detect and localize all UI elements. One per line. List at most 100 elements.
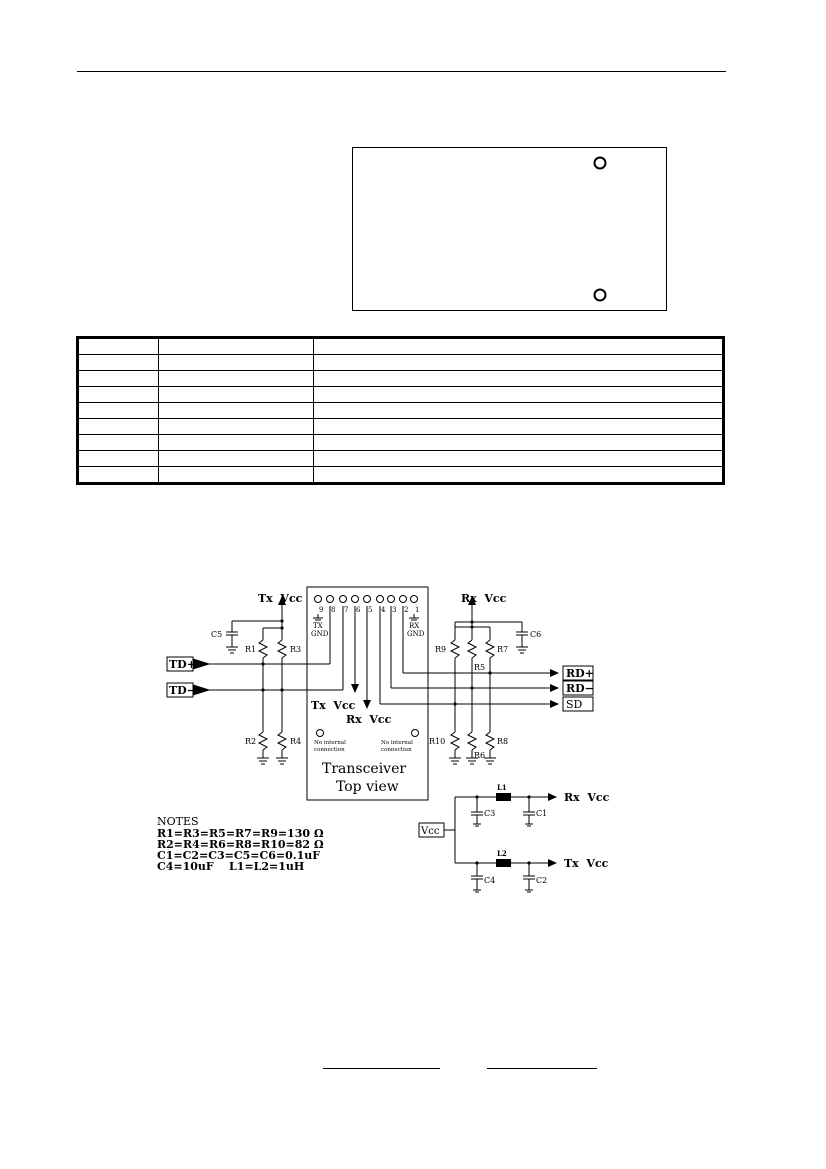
r5-label: R5 [474,663,485,672]
c5-label: C5 [211,630,222,639]
c2-label: C2 [536,876,547,885]
c6-label: C6 [530,630,541,639]
pin-8-label: 8 [331,606,335,614]
table-cell [313,402,724,419]
pin-7-label: 7 [344,606,348,614]
rd-minus-label: RD− [566,682,594,695]
r2-resistor [257,731,269,751]
rx-gnd-label-2: GND [407,630,425,638]
r5-resistor [466,639,478,659]
table-row [77,370,724,387]
r3-resistor [276,639,288,659]
vcc-label: Vcc [420,826,440,837]
filter-rx-vcc-label: Rx Vcc [564,791,610,804]
table-cell [313,418,724,435]
r4-label: R4 [290,737,301,746]
r10-resistor [449,731,461,751]
table-row [77,386,724,403]
c4-label: C4 [484,876,495,885]
tx-gnd-label-1: TX [313,622,323,630]
r8-resistor [484,731,496,751]
pin-1-label: 1 [415,606,419,614]
package-outline [352,147,667,311]
table-cell [77,418,159,435]
table-cell [77,370,159,387]
rx-vcc-inner-label: Rx Vcc [346,713,392,726]
table-cell [77,386,159,403]
r1-resistor [257,639,269,659]
r8-label: R8 [497,737,508,746]
pin-3-circle [387,595,395,603]
table-row [77,466,724,484]
table-cell [158,466,314,484]
table-row [77,450,724,467]
mounting-hole-bottom [593,288,607,302]
transceiver-title: Transceiver [322,761,406,777]
rx-vcc-label: Rx Vcc [461,592,507,605]
table-cell [77,337,159,355]
r9-resistor [449,639,461,659]
r4-resistor [276,731,288,751]
table-cell [158,386,314,403]
pin-6-label: 6 [356,606,361,614]
tx-vcc-label: Tx Vcc [258,592,303,605]
application-circuit: Tx Vcc Rx Vcc C5 C6 R1 R3 R2 R4 R9 R5 R7… [157,586,610,893]
no-internal-right-1: No internal [381,740,413,746]
r6-resistor [466,731,478,751]
no-internal-right-2: connection [381,747,412,753]
tx-gnd-label-2: GND [311,630,329,638]
table-row [77,418,724,435]
no-internal-left-1: No internal [314,740,346,746]
rd-plus-box [562,665,594,681]
table-row [77,354,724,371]
table-cell [77,402,159,419]
rd-plus-label: RD+ [566,667,594,680]
table-cell [158,450,314,467]
pin-5-label: 5 [368,606,372,614]
table-cell [77,354,159,371]
table-cell [313,450,724,467]
table-row [77,337,724,355]
signature-line-left [323,1068,440,1069]
table-cell [313,466,724,484]
header-rule [77,71,726,72]
table-cell [313,337,724,355]
pin-2-label: 2 [404,606,408,614]
table-cell [158,354,314,371]
pin-5-circle [363,595,371,603]
notes-line-4: C4=10uF L1=L2=1uH [157,860,304,873]
ground-symbols [226,614,528,765]
table-cell [158,402,314,419]
pin-1-circle [410,595,418,603]
table-cell [313,434,724,451]
rx-gnd-label-1: RX [409,622,419,630]
transceiver-body [306,586,429,801]
table-cell [158,337,314,355]
pin-3-label: 3 [392,606,396,614]
notes-line-1: R1=R3=R5=R7=R9=130 Ω [157,827,324,840]
r2-label: R2 [245,737,256,746]
r3-label: R3 [290,645,301,654]
pin-6-circle [351,595,359,603]
r6-label: R6 [474,751,485,760]
l1-label: L1 [497,783,507,792]
pin-2-circle [399,595,407,603]
pin-9-label: 9 [319,606,323,614]
table-cell [77,466,159,484]
table-cell [77,450,159,467]
signature-line-right [487,1068,597,1069]
pin-description-table [76,336,725,485]
notes-heading: NOTES [157,815,199,828]
table-cell [158,418,314,435]
table-cell [313,354,724,371]
table-row [77,402,724,419]
r1-label: R1 [245,645,256,654]
notes-line-3: C1=C2=C3=C5=C6=0.1uF [157,849,320,862]
table-row [77,434,724,451]
r10-label: R10 [429,737,445,746]
td-minus-label: TD− [169,684,196,697]
top-view-title: Top view [336,779,399,795]
r7-label: R7 [497,645,508,654]
l2-inductor [496,859,511,867]
r7-resistor [484,639,496,659]
